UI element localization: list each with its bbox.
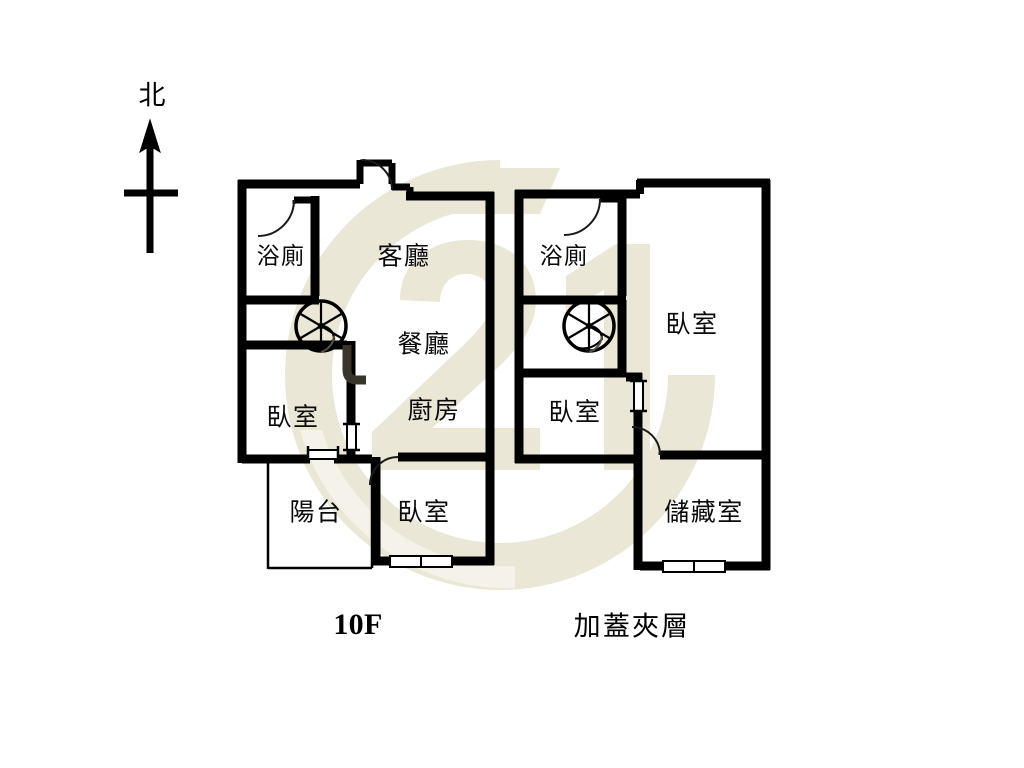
left-unit-doors (257, 159, 399, 486)
room-label-right-bathroom: 浴廁 (539, 243, 589, 269)
left-spiral-staircase-icon (294, 299, 366, 385)
door-swing-arc (257, 199, 295, 237)
caption-right-unit: 加蓋夾層 (573, 611, 691, 642)
window-marker (662, 560, 726, 573)
room-label-right-bedroom-north: 臥室 (665, 311, 719, 339)
room-label-left-bedroom-west: 臥室 (266, 404, 320, 432)
room-label-left-dining-room: 餐廳 (397, 331, 451, 359)
north-arrow-icon (124, 118, 178, 253)
window-marker (343, 422, 360, 452)
room-label-left-kitchen: 廚房 (407, 397, 461, 425)
left-unit-windows (306, 422, 453, 568)
window-marker (630, 379, 647, 413)
door-swing-arc (563, 198, 601, 236)
right-unit-windows (630, 379, 726, 573)
door-swing-arc (631, 426, 661, 456)
caption-left-unit: 10F (333, 608, 383, 641)
window-marker (306, 446, 340, 463)
door-swing-arc (369, 456, 399, 486)
window-marker (389, 555, 453, 568)
room-label-left-bathroom: 浴廁 (256, 243, 306, 269)
room-label-left-bedroom-south: 臥室 (397, 499, 451, 527)
room-label-left-balcony: 陽台 (289, 499, 343, 527)
room-label-right-bedroom-middle: 臥室 (548, 399, 602, 427)
right-unit-doors (563, 198, 662, 456)
north-label: 北 (138, 80, 166, 111)
room-label-left-living-room: 客廳 (377, 243, 431, 271)
room-label-right-storage-room: 儲藏室 (664, 499, 744, 527)
right-spiral-staircase-icon (562, 299, 616, 353)
door-swing-arc (361, 159, 393, 191)
